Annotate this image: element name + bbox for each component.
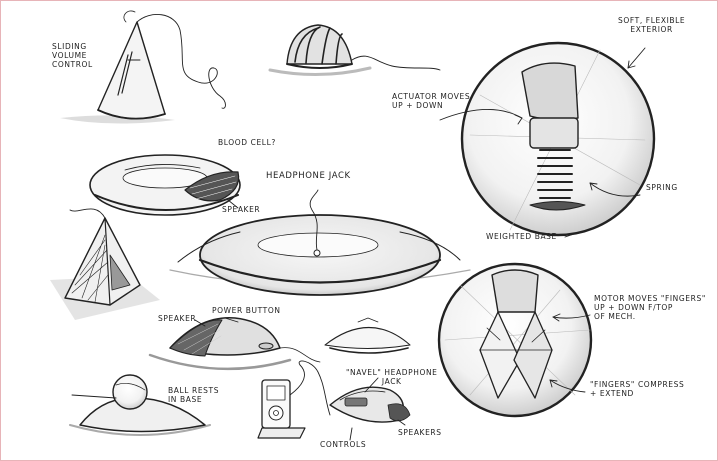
oval-speaker-sketch: [148, 317, 321, 371]
label-controls: Controls: [320, 440, 367, 449]
label-fingers-compress: "Fingers" compress + extend: [590, 380, 685, 398]
blood-cell-speaker-sketch: [89, 154, 241, 216]
label-spring: Spring: [646, 183, 678, 192]
label-navel-headphone-jack: "Navel" headphone jack: [346, 368, 438, 386]
ball-on-base-sketch: [69, 374, 211, 436]
label-ball-rests-in-base: Ball rests in base: [168, 386, 220, 404]
label-soft-flexible-exterior: Soft, flexible exterior: [618, 16, 686, 34]
label-sliding-volume-control: Sliding volume control: [52, 42, 93, 69]
label-headphone-jack: Headphone Jack: [266, 171, 351, 181]
dome-speaker-sketch: [268, 24, 441, 77]
controls-puck-sketch: [329, 386, 411, 423]
label-weighted-base: Weighted base: [486, 232, 557, 241]
leader-arrows: [71, 47, 646, 441]
label-power-button: Power Button: [212, 306, 281, 315]
label-blood-cell: Blood cell?: [218, 138, 276, 147]
ipod-dock-sketch: [257, 360, 331, 439]
actuator-ball-sketch: [460, 41, 656, 237]
label-speaker-mid: Speaker: [158, 314, 197, 323]
fingers-ball-sketch: [437, 262, 593, 418]
small-dome-sketch: [324, 317, 411, 354]
label-speakers: Speakers: [398, 428, 442, 437]
label-motor-moves-fingers: Motor moves "fingers" up + down f/top of…: [594, 294, 706, 321]
cone-speaker-sketch: [60, 10, 226, 124]
large-donut-speaker-sketch: [169, 189, 471, 296]
pyramid-speaker-sketch: [50, 208, 160, 320]
label-actuator-moves: Actuator moves up + down: [392, 92, 471, 110]
label-speaker-left: Speaker: [222, 205, 261, 214]
